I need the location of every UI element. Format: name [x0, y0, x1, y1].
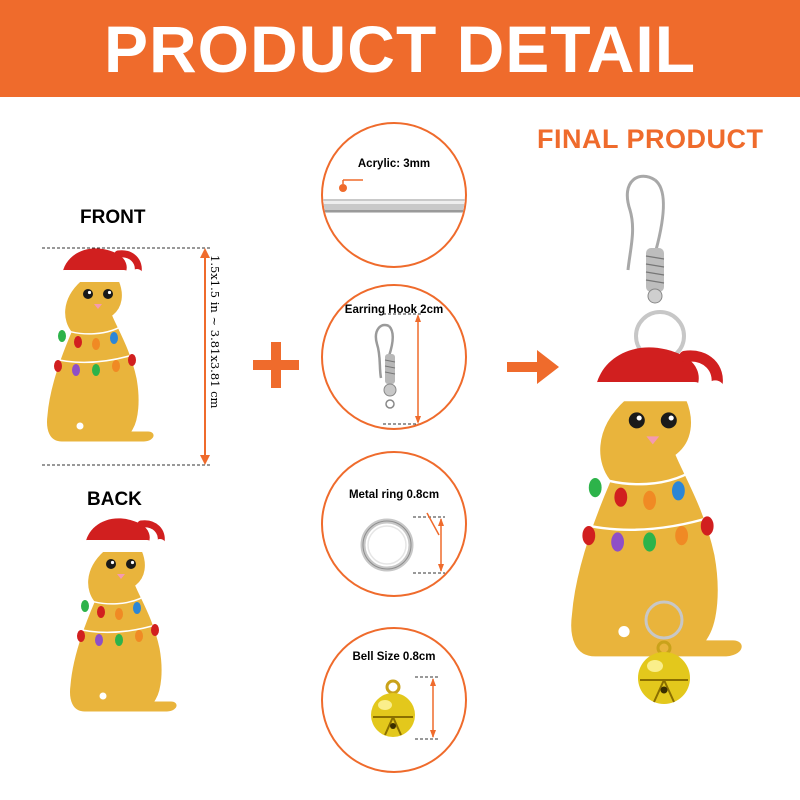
ring-label: Metal ring 0.8cm	[348, 489, 440, 501]
front-label: FRONT	[80, 207, 146, 228]
acrylic-detail-circle: Acrylic: 3mm	[321, 122, 467, 268]
bell-label: Bell Size 0.8cm	[352, 651, 436, 663]
acrylic-label: Acrylic: 3mm	[357, 158, 431, 170]
bell-detail-circle: Bell Size 0.8cm	[321, 627, 467, 773]
arrow-right-icon	[507, 350, 559, 384]
back-cat-image	[63, 520, 183, 720]
page-title: PRODUCT DETAIL	[103, 11, 697, 86]
final-product-image	[560, 174, 780, 704]
bell-image	[371, 676, 439, 740]
metal-ring-image	[360, 512, 445, 574]
header-banner: PRODUCT DETAIL	[0, 0, 800, 97]
hook-detail-circle: Earring Hook 2cm	[321, 284, 467, 430]
dimension-guide	[42, 247, 210, 466]
hook-label: Earring Hook 2cm	[344, 304, 444, 316]
ring-detail-circle: Metal ring 0.8cm	[321, 451, 467, 597]
acrylic-sheet-image	[323, 179, 465, 213]
back-label: BACK	[87, 489, 142, 510]
plus-icon	[253, 342, 299, 388]
earring-hook-image	[374, 313, 421, 425]
final-product-title: FINAL PRODUCT	[537, 124, 764, 154]
dimension-label: 1.5x1.5 in ~ 3.81x3.81 cm	[208, 255, 222, 409]
